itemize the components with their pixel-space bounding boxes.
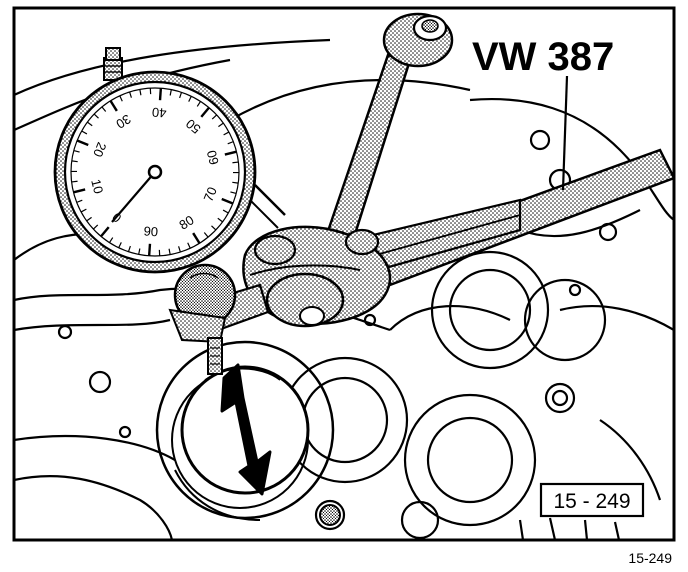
reference-box-label: 15 - 249 <box>553 490 630 513</box>
dial-tick <box>232 161 239 164</box>
dial-tick <box>211 114 218 120</box>
dial-tick <box>101 106 107 112</box>
dial-tick <box>222 209 229 214</box>
dial-tick <box>200 106 210 118</box>
dial-tick <box>87 121 93 127</box>
dial-tick <box>217 217 223 223</box>
dial-tick <box>178 246 181 253</box>
measurement-arrow <box>220 363 272 496</box>
dial-tick <box>188 95 192 102</box>
dial-tick <box>129 91 132 98</box>
dial-tick <box>230 191 237 195</box>
dial-tick <box>118 242 122 249</box>
dial-tick <box>71 180 78 183</box>
dial-tick <box>100 226 110 238</box>
dial-tick <box>196 101 202 107</box>
dial-tick <box>211 225 217 231</box>
dial-tick <box>71 160 78 163</box>
reference-box <box>539 482 645 518</box>
gauge-stem <box>168 263 270 375</box>
dial-labels: 0 10 20 30 40 50 60 70 80 90 <box>88 105 222 240</box>
figure-number: 15-249 <box>628 550 672 566</box>
dial-tick <box>119 95 123 102</box>
dial-number-20: 20 <box>90 140 109 159</box>
dial-number-70: 70 <box>201 185 220 204</box>
dial-tick <box>232 181 239 184</box>
dial-number-10: 10 <box>88 178 106 196</box>
dial-gauge: 0 10 20 30 40 50 60 70 80 90 <box>53 47 286 274</box>
dial-tick <box>138 248 141 255</box>
dial-tick <box>108 237 114 243</box>
dial-number-60: 60 <box>204 149 222 167</box>
dial-tick <box>203 232 209 238</box>
dial-number-80: 80 <box>176 212 196 232</box>
dial-tick <box>223 131 230 136</box>
holder-bar <box>323 12 454 252</box>
dial-tick <box>73 188 86 194</box>
clamp-assembly <box>242 225 392 328</box>
dial-tick <box>168 248 171 255</box>
dial-tick <box>179 92 183 99</box>
dial-tick <box>109 100 118 112</box>
dial-tick <box>73 149 80 153</box>
dial-tick <box>224 150 237 156</box>
dial-tick <box>227 141 234 145</box>
dial-tick <box>86 216 92 222</box>
dial-tick <box>218 122 224 128</box>
tool-label: VW 387 <box>472 35 614 79</box>
threaded-hole <box>319 504 341 526</box>
dial-needle-hub <box>147 164 163 180</box>
dial-tick <box>76 199 83 203</box>
dial-tick <box>93 113 99 119</box>
dial-tick <box>221 197 234 205</box>
dial-tick <box>92 224 99 230</box>
dial-tick <box>187 242 191 249</box>
dial-number-40: 40 <box>151 105 166 121</box>
tool-label-leader <box>561 75 569 191</box>
dial-tick <box>139 89 142 96</box>
dial-number-90: 90 <box>143 223 158 239</box>
dial-number-30: 30 <box>113 111 133 131</box>
dial-tick <box>127 245 131 252</box>
dial-tick <box>169 89 172 96</box>
dial-ticks <box>70 88 240 256</box>
dial-tick <box>81 130 88 135</box>
dial-tick <box>192 232 201 244</box>
dial-tick <box>76 139 89 147</box>
dial-tick <box>147 243 152 256</box>
cylinder-ports <box>57 129 618 540</box>
dial-tick <box>80 208 87 213</box>
dial-tick <box>158 88 163 101</box>
dial-needle <box>111 171 156 223</box>
